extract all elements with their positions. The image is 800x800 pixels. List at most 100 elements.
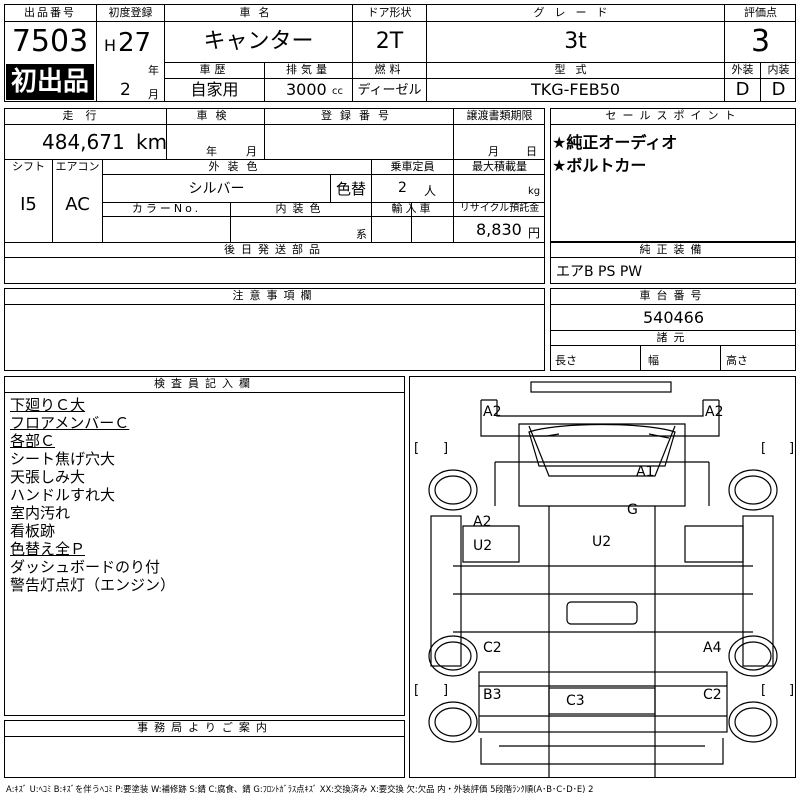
transfer-month-unit: 月 xyxy=(488,145,499,158)
max-load-unit: kg xyxy=(528,186,541,197)
damage-mark: A1 xyxy=(636,464,655,480)
damage-mark: U2 xyxy=(592,534,612,550)
shift: I5 xyxy=(20,194,37,215)
notes-label: 注意事項欄 xyxy=(232,289,318,302)
month-unit: 月 xyxy=(148,88,159,101)
capacity-unit: 人 xyxy=(424,184,437,198)
grade-label: グレード xyxy=(533,6,618,19)
chassis-number-label: 車台番号 xyxy=(639,289,708,302)
inspector-note-line: 警告灯点灯（エンジン） xyxy=(10,576,176,594)
inspector-note-line: 色替え全Ｐ xyxy=(10,540,86,558)
exterior-score: D xyxy=(735,79,750,100)
sales-point-1: ★純正オーディオ xyxy=(552,133,678,152)
width-label: 幅 xyxy=(648,354,659,367)
repaint-label: 色替 xyxy=(335,180,366,198)
inspector-note-line: 看板跡 xyxy=(10,522,56,540)
inspector-note-line: 天張しみ大 xyxy=(10,468,86,486)
year-unit: 年 xyxy=(148,64,159,77)
door-type: 2T xyxy=(375,29,404,54)
transfer-day-unit: 日 xyxy=(526,145,537,158)
sales-points-label: セールスポイント xyxy=(605,109,742,122)
first-listing-badge: 初出品 xyxy=(6,64,94,100)
lot-number-label: 出品番号 xyxy=(24,6,76,19)
chassis-number: 540466 xyxy=(642,308,705,327)
equipment-block xyxy=(550,242,796,284)
era-letter: H xyxy=(104,36,117,55)
inspector-note-line: 各部Ｃ xyxy=(10,432,56,450)
exterior-color-label: 外装色 xyxy=(208,160,266,173)
mileage: 484,671 xyxy=(42,130,125,154)
inspector-note-line: ダッシュボードのり付 xyxy=(10,558,161,576)
inspection-year-unit: 年 xyxy=(206,145,217,158)
exterior-score-label: 外装 xyxy=(731,63,754,76)
bracket-mark: [ xyxy=(414,441,420,456)
height-label: 高さ xyxy=(726,354,748,367)
interior-score: D xyxy=(771,79,786,100)
header-block xyxy=(4,4,796,102)
interior-color-unit: 系 xyxy=(356,228,367,241)
car-name: キャンター xyxy=(203,29,314,54)
capacity-label: 乗車定員 xyxy=(390,160,435,173)
damage-mark: C3 xyxy=(566,693,585,709)
inspector-label: 検査員記入欄 xyxy=(154,377,256,390)
inspector-note-line: 室内汚れ xyxy=(10,504,71,522)
inspection-label: 車検 xyxy=(196,109,235,122)
model-code: TKG-FEB50 xyxy=(530,80,621,99)
office-block xyxy=(4,720,405,778)
inspector-note-line: 下廻りＣ大 xyxy=(10,396,86,414)
transfer-deadline-label: 譲渡書類期限 xyxy=(466,109,533,122)
inspector-block xyxy=(4,376,405,716)
vehicle-info-block xyxy=(4,108,545,284)
score-label: 評価点 xyxy=(744,6,777,19)
displacement: 3000 xyxy=(286,80,327,99)
sales-points-block xyxy=(550,108,796,242)
car-name-label: 車名 xyxy=(239,6,278,19)
recycle-deposit: 8,830 xyxy=(476,220,522,239)
chassis-block xyxy=(550,288,796,371)
registration-number-label: 登録番号 xyxy=(321,109,397,122)
mileage-label: 走行 xyxy=(62,109,109,122)
equipment-label: 純正装備 xyxy=(639,243,708,256)
truck-outline xyxy=(428,381,778,778)
sales-point-2: ★ボルトカー xyxy=(552,156,647,175)
import-label: 輸入車 xyxy=(391,202,434,215)
bracket-mark: ] xyxy=(443,441,449,456)
damage-mark: A2 xyxy=(483,404,502,420)
later-parts-label: 後日発送部品 xyxy=(224,243,326,256)
mileage-unit: km xyxy=(136,130,168,154)
color-number-label: カラーNo. xyxy=(131,202,202,215)
score: 3 xyxy=(750,24,771,59)
registration-year: 27 xyxy=(118,28,152,58)
capacity: 2 xyxy=(398,180,407,196)
inspector-note-line: フロアメンバーＣ xyxy=(10,414,130,432)
interior-color-label: 内装色 xyxy=(275,202,327,215)
damage-mark: G xyxy=(627,502,638,518)
damage-mark: A4 xyxy=(703,640,722,656)
damage-diagram xyxy=(409,376,796,778)
displacement-label: 排気量 xyxy=(286,63,331,76)
dimensions-label: 諸元 xyxy=(656,331,691,344)
bracket-mark: [ xyxy=(761,683,767,698)
damage-mark: C2 xyxy=(703,687,722,703)
bracket-mark: ] xyxy=(789,683,795,698)
damage-mark: A2 xyxy=(473,514,492,530)
equipment: エアB PS PW xyxy=(556,264,643,280)
door-type-label: ドア形状 xyxy=(367,6,412,19)
damage-mark: U2 xyxy=(473,538,493,554)
damage-mark: C2 xyxy=(483,640,502,656)
inspection-month-unit: 月 xyxy=(246,145,257,158)
bracket-mark: ] xyxy=(789,441,795,456)
bracket-mark: ] xyxy=(443,683,449,698)
interior-score-label: 内装 xyxy=(767,63,790,76)
bracket-mark: [ xyxy=(761,441,767,456)
max-load-label: 最大積載量 xyxy=(472,160,527,173)
grade: 3t xyxy=(564,29,587,54)
bracket-mark: [ xyxy=(414,683,420,698)
model-label: 型式 xyxy=(554,63,597,76)
inspector-note-line: ハンドルすれ大 xyxy=(10,486,116,504)
exterior-color: シルバー xyxy=(188,181,245,197)
fuel-label: 燃料 xyxy=(374,63,405,76)
legend-text: A:ｷｽﾞ U:ﾍｺﾐ B:ｷｽﾞを伴うﾍｺﾐ P:要塗装 W:補修跡 S:錆 … xyxy=(6,784,594,794)
office-label: 事務局よりご案内 xyxy=(137,721,273,734)
damage-mark: B3 xyxy=(483,687,502,703)
